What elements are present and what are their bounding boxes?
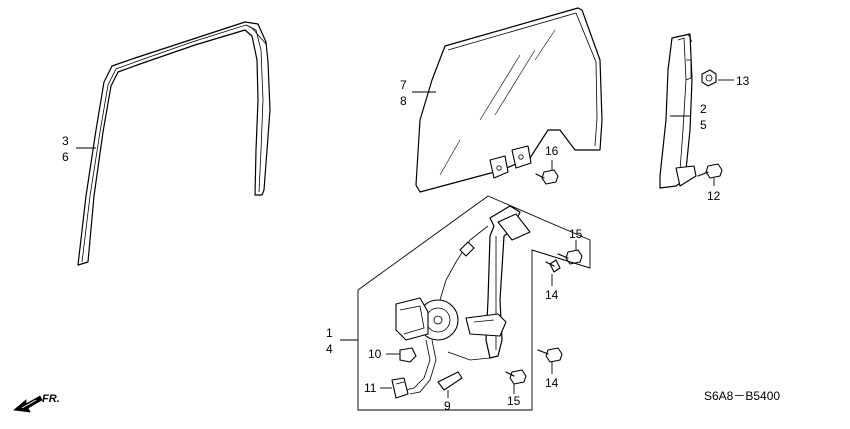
connector xyxy=(391,377,409,399)
callout-label: 3 xyxy=(62,134,69,148)
callout-label: 15 xyxy=(569,227,583,241)
callout-label: 10 xyxy=(368,347,382,361)
callout-label: 2 xyxy=(700,102,707,116)
diagram-code: S6A8－B5400 xyxy=(704,389,780,403)
callout-label: 4 xyxy=(326,342,333,356)
window-regulator xyxy=(395,205,531,395)
callout-label: 12 xyxy=(707,189,721,203)
callout-label: 8 xyxy=(400,94,407,108)
door-run-channel xyxy=(77,21,271,266)
bolt-group-outline xyxy=(531,249,591,269)
front-direction-arrow-icon xyxy=(13,395,43,413)
clip xyxy=(399,347,417,363)
callout-label: 15 xyxy=(507,394,521,408)
clip xyxy=(437,371,463,391)
bolt xyxy=(505,369,527,385)
front-direction-label: FR. xyxy=(42,393,60,405)
bolt xyxy=(545,259,561,273)
callout-label: 5 xyxy=(700,118,707,132)
callout-label: 14 xyxy=(545,376,559,390)
callout-label: 11 xyxy=(364,381,377,395)
callout-label: 13 xyxy=(736,74,750,88)
bolt xyxy=(537,347,563,363)
callout-label: 16 xyxy=(545,144,559,158)
bolt xyxy=(697,163,723,179)
callout-label: 7 xyxy=(400,78,407,92)
center-sash xyxy=(659,33,697,189)
callout-label: 9 xyxy=(444,399,451,413)
door-glass xyxy=(415,7,603,193)
callout-label: 1 xyxy=(326,326,333,340)
nut xyxy=(701,69,717,87)
callout-label: 6 xyxy=(62,150,69,164)
bolt xyxy=(557,249,583,265)
bolt xyxy=(535,169,559,185)
callout-label: 14 xyxy=(545,288,559,302)
